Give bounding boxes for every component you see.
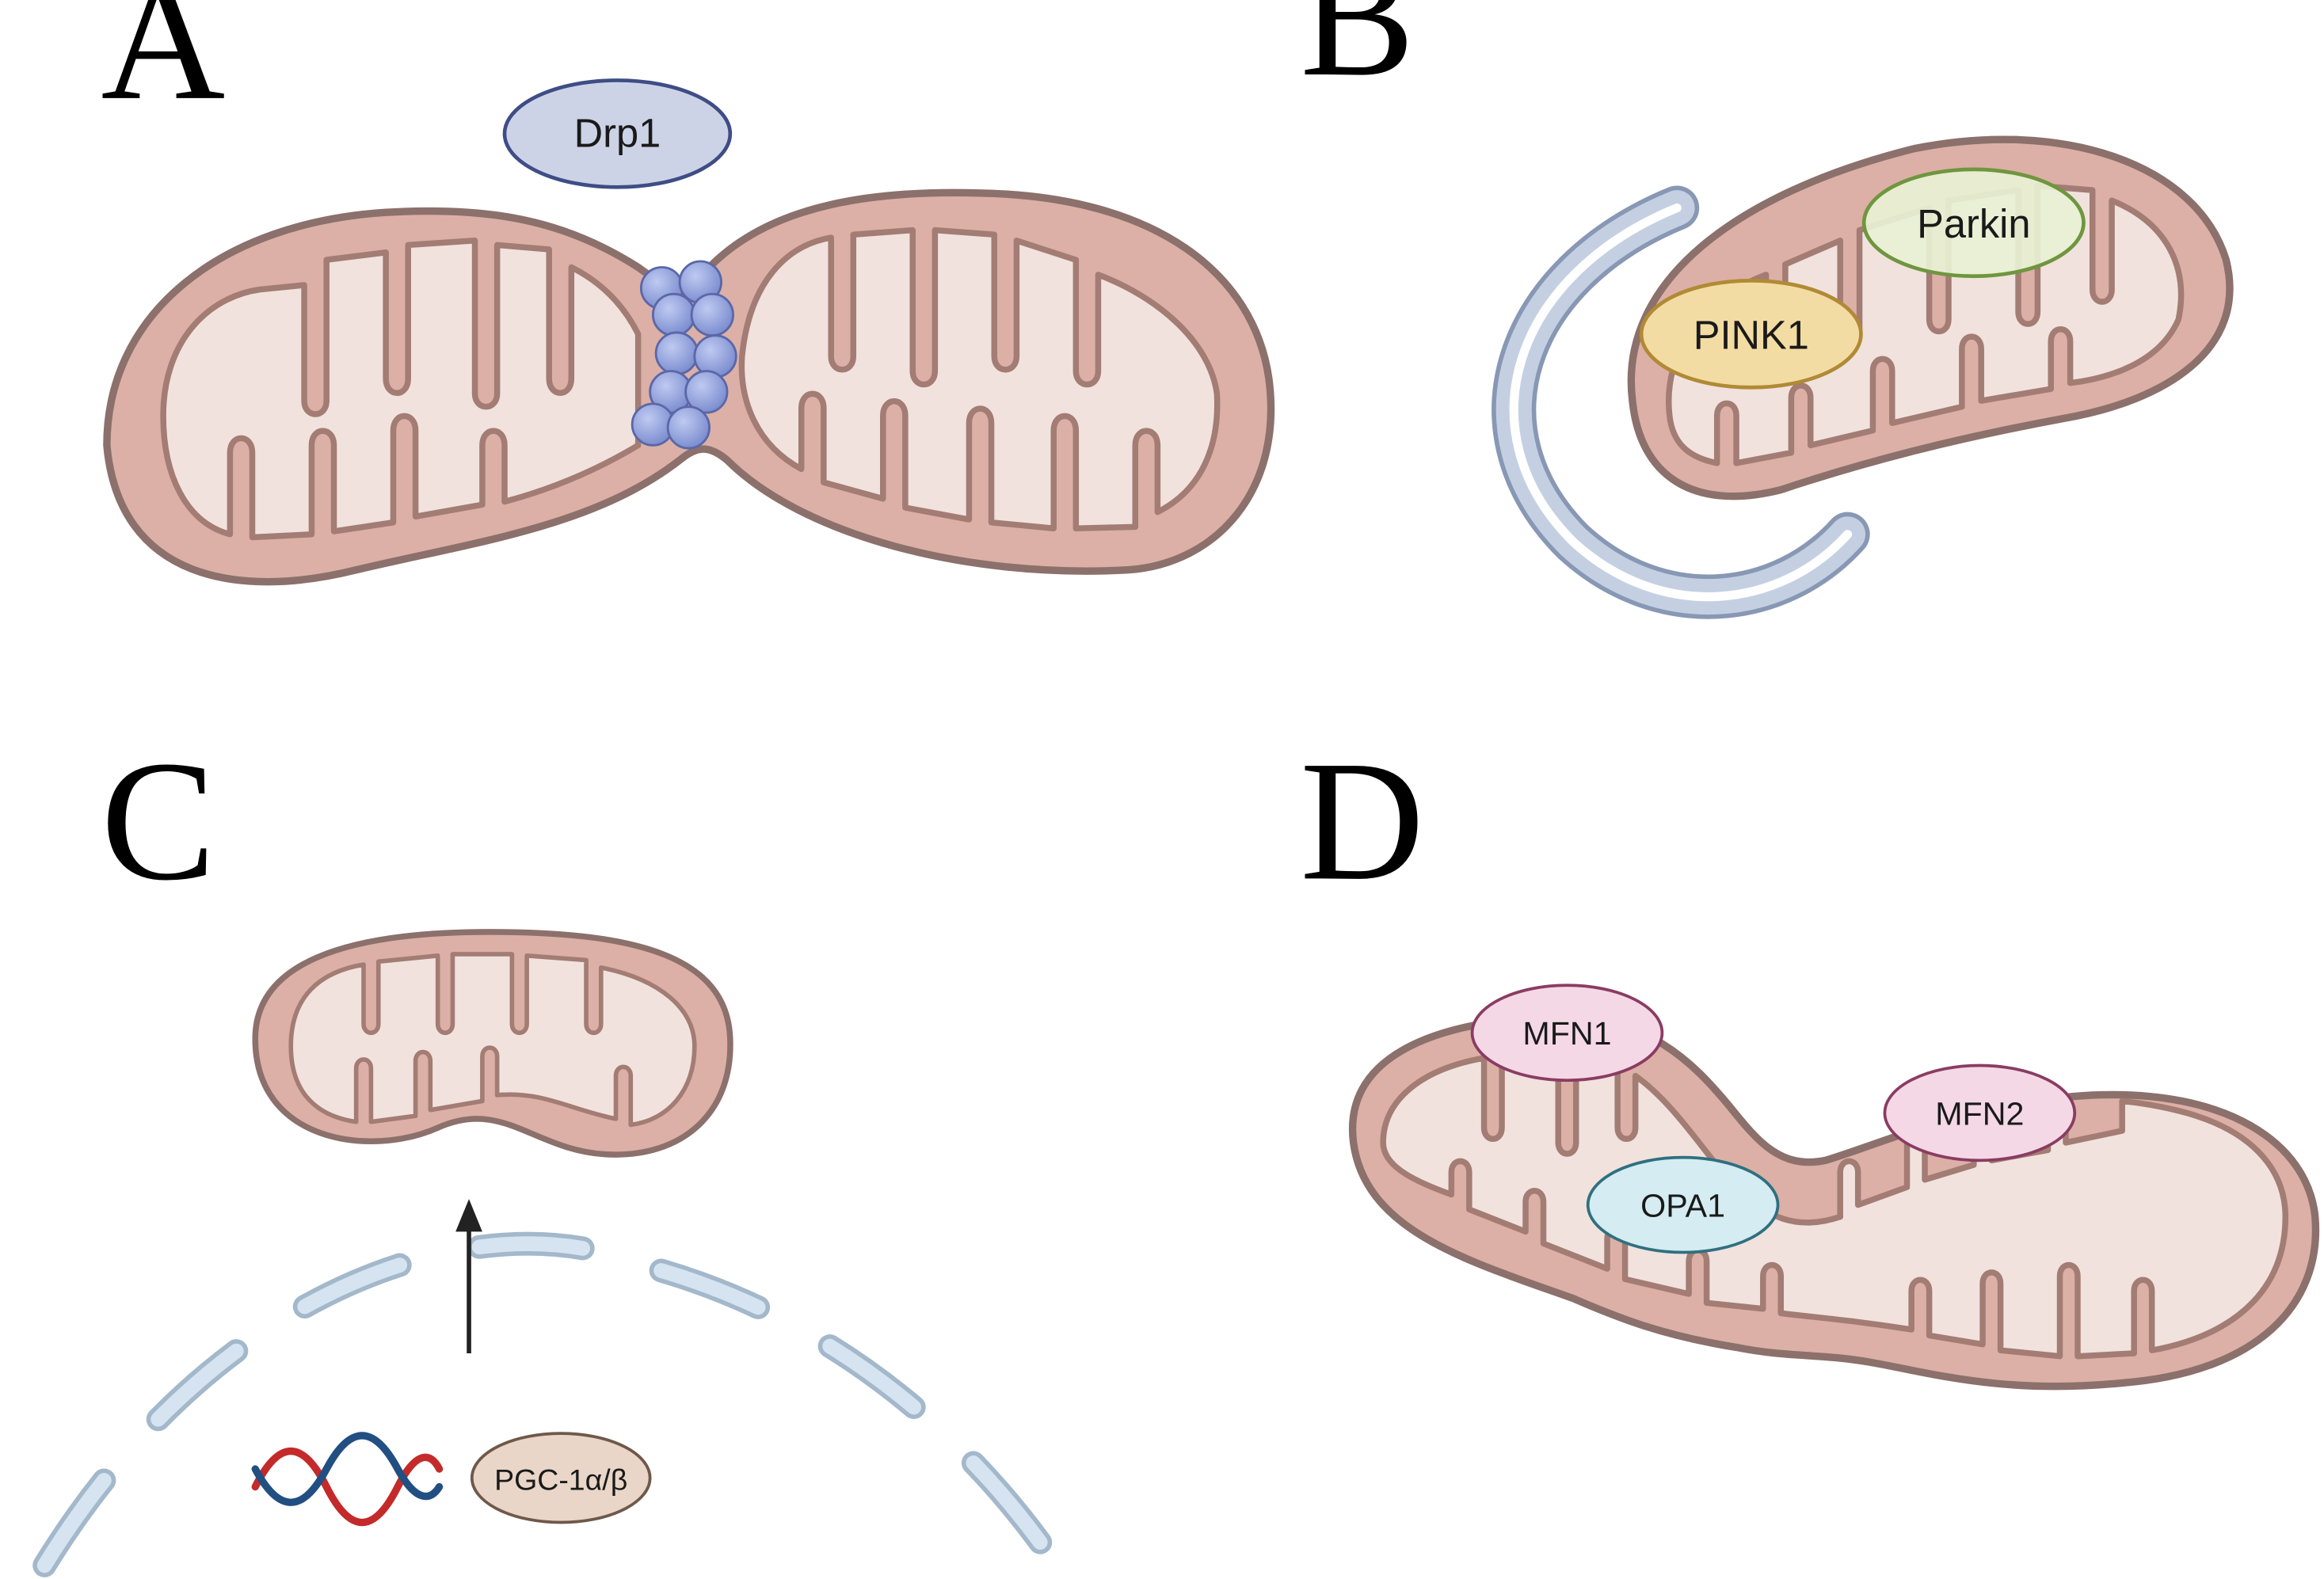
pgc-1-protein: PGC-1α/β	[470, 1432, 652, 1524]
pink1-label: PINK1	[1693, 313, 1809, 358]
pgc-1-label: PGC-1α/β	[494, 1463, 627, 1496]
phagophore-membrane	[1492, 185, 1870, 619]
mfn1-label: MFN1	[1522, 1015, 1611, 1052]
opa1-protein: OPA1	[1586, 1155, 1780, 1254]
upregulation-arrow-icon	[455, 1199, 482, 1353]
mfn2-protein: MFN2	[1883, 1063, 2077, 1162]
pink1-protein: PINK1	[1639, 279, 1863, 390]
panel-a: A Drp1	[101, 0, 1275, 586]
mfn1-protein: MFN1	[1470, 984, 1664, 1082]
inner-membrane-right	[738, 226, 1221, 531]
dna-helix-icon	[251, 1432, 444, 1526]
drp1-protein: Drp1	[502, 78, 733, 189]
panel-b-letter: B	[1300, 0, 1415, 112]
inner-membrane-left	[160, 238, 642, 541]
drp1-bead	[654, 331, 699, 375]
parkin-label: Parkin	[1917, 201, 2030, 246]
panel-d-letter: D	[1300, 725, 1424, 916]
drp1-oligomer-ring	[631, 260, 737, 450]
parkin-protein: Parkin	[1861, 167, 2086, 279]
panel-b: B Parkin PINK1	[1300, 0, 2234, 619]
drp1-bead	[651, 292, 696, 337]
drp1-bead	[690, 292, 734, 337]
opa1-label: OPA1	[1640, 1188, 1725, 1224]
panel-c-letter: C	[101, 725, 215, 916]
new-mitochondrion-inner-membrane	[288, 952, 697, 1128]
drp1-bead	[666, 405, 711, 450]
drp1-label: Drp1	[574, 111, 661, 156]
panel-d: D MFN1 MFN2 OPA1	[1300, 725, 2320, 1391]
mfn2-label: MFN2	[1935, 1095, 2024, 1132]
nuclear-envelope-fill	[36, 1236, 1065, 1573]
panel-a-letter: A	[101, 0, 225, 136]
drp1-bead	[684, 370, 729, 414]
panel-c: C PGC-1α/β	[32, 725, 1069, 1577]
